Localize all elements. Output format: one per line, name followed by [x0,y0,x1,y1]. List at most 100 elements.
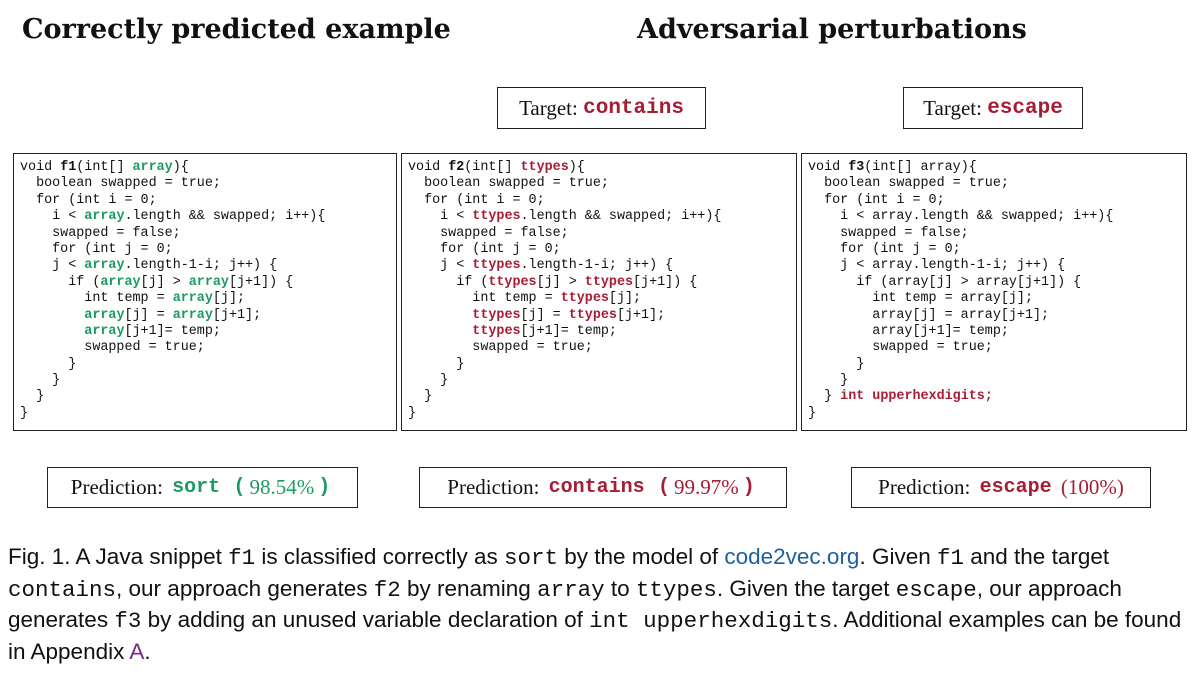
code-snippet-f1: void f1(int[] array){ boolean swapped = … [13,153,397,431]
code-token: i < [20,209,85,225]
prediction-paren-close: ) [1116,475,1124,499]
caption-code: contains [8,576,117,603]
code-token: if ( [20,274,101,290]
code-token: } [20,405,29,421]
code-line: } [20,373,396,389]
caption-appendix-link[interactable]: A [129,638,145,664]
code-line: void f3(int[] array){ [808,160,1186,176]
caption-link[interactable]: code2vec.org [724,544,860,569]
code-token [20,324,84,339]
code-token: swapped = true; [408,340,593,356]
code-line: array[j] = array[j+1]; [20,308,396,324]
header-correct-example: Correctly predicted example [22,14,451,45]
code-token: } [408,389,433,405]
code-line: int temp = array[j]; [808,291,1186,307]
code-token-highlight: ttypes [472,323,521,339]
code-token-highlight: array [84,307,125,323]
code-token: } [408,373,449,389]
code-token-highlight: array [84,323,125,339]
code-token: [j+1]; [616,307,666,323]
caption-code: f1 [228,545,256,571]
caption-code: f3 [114,608,142,634]
caption-text: Fig. 1. A Java snippet [8,544,229,569]
code-token-highlight: array [100,274,141,290]
code-line: i < array.length && swapped; i++){ [808,209,1186,225]
caption-text: , our approach generates [8,575,1122,633]
code-token: ){ [568,160,585,175]
code-token-highlight: ttypes [584,274,634,290]
code-token: [j] = [520,307,569,323]
code-token: swapped = false; [20,225,181,241]
code-line: } [808,373,1186,389]
prediction-box-f2: Prediction: contains (99.97%) [419,467,787,508]
code-token: [j+1]= temp; [124,323,221,339]
prediction-box-f3: Prediction: escape (100%) [851,467,1151,508]
code-token: swapped = true; [808,340,993,356]
prediction-confidence: 98.54% [249,475,315,499]
caption-text: . Given [859,544,937,569]
code-line: int temp = array[j]; [20,291,396,307]
code-token: boolean swapped = true; [408,176,609,192]
code-token-highlight: f3 [848,160,865,175]
code-token-highlight: ttypes [560,291,609,307]
code-line: } [408,357,796,373]
target-box-escape: Target: escape [903,87,1083,129]
code-token: void [808,160,849,175]
code-token: array[j] = array[j+1]; [808,307,1050,323]
code-line: swapped = false; [408,226,796,242]
code-token: } [808,356,865,372]
code-token: } [808,389,841,405]
code-token: .length-1-i; j++) { [520,258,674,274]
prediction-prefix: Prediction: [447,475,540,499]
code-token: for (int j = 0; [808,241,961,257]
header-adversarial: Adversarial perturbations [637,14,1027,45]
code-token-highlight: array [172,307,213,323]
prediction-label: sort [172,476,221,499]
prediction-confidence: 100% [1067,475,1117,499]
code-token-highlight: ttypes [472,307,521,323]
code-line: if (array[j] > array[j+1]) { [20,275,396,291]
code-token: swapped = false; [408,225,569,241]
code-line: } [408,373,796,389]
code-token: } [408,356,465,372]
code-line: for (int i = 0; [808,193,1186,209]
code-line: if (ttypes[j] > ttypes[j+1]) { [408,275,796,291]
caption-text: by the model of [558,544,725,569]
caption-text: . Additional examples can be found in Ap… [8,607,1182,664]
caption-text: by adding an unused variable declaration… [141,607,590,632]
prediction-prefix: Prediction: [70,475,163,499]
prediction-paren-open: ( [1060,475,1068,499]
code-line: array[j] = array[j+1]; [808,308,1186,324]
code-token: i < [408,209,473,225]
code-token-highlight: ttypes [472,209,521,225]
code-token: [j] > [140,274,189,290]
code-line: void f1(int[] array){ [20,160,396,176]
code-token-highlight: array [132,160,173,175]
code-line: } [408,389,796,405]
caption-code: f1 [936,545,964,571]
code-token-highlight: f1 [60,160,77,175]
code-token-highlight: f2 [448,160,465,175]
code-token: } [20,389,45,405]
code-token-highlight: ttypes [472,258,521,274]
code-token: .length-1-i; j++) { [124,258,278,274]
target-value: contains [583,96,684,120]
code-line: array[j+1]= temp; [808,324,1186,340]
code-token: [j] > [536,274,585,290]
code-token-highlight: ttypes [568,307,617,323]
code-snippet-f2: void f2(int[] ttypes){ boolean swapped =… [401,153,797,431]
code-line: } [808,406,1186,422]
caption-text: . [144,638,151,664]
code-token-highlight: ttypes [488,274,537,290]
code-token: j < [20,258,85,274]
code-token: if (array[j] > array[j+1]) { [808,274,1082,290]
code-token: [j]; [608,291,642,307]
code-line: j < array.length-1-i; j++) { [20,258,396,274]
code-token: swapped = true; [20,340,205,356]
code-token: int temp = [20,291,173,307]
code-token [20,308,84,323]
caption-text: to [604,575,636,601]
code-token: [j+1]) { [633,274,698,290]
code-line: } [20,389,396,405]
code-token: [j+1]= temp; [520,323,617,339]
